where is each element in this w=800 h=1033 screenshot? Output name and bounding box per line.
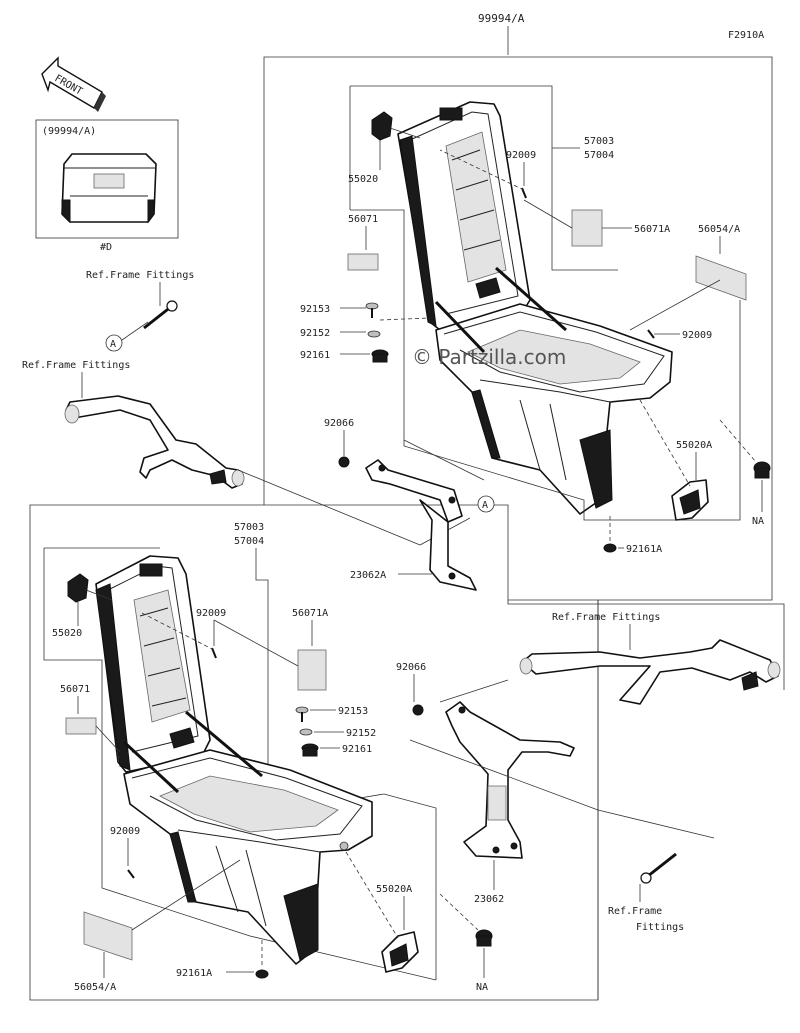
bolt-icon	[143, 300, 178, 330]
grommet-92161a-lower	[255, 969, 269, 979]
callout-letter-a-lower: A	[482, 500, 488, 511]
part-55020a-upper[interactable]: 55020A	[676, 440, 712, 451]
sticker-56071-upper	[347, 253, 379, 271]
bracket-23062	[445, 701, 575, 859]
bolt-lower-icon	[640, 852, 677, 884]
ref-frame-fittings-c[interactable]: Ref.Frame Fittings	[552, 612, 660, 623]
part-23062a[interactable]: 23062A	[350, 570, 386, 581]
cap-na-upper	[753, 461, 771, 479]
part-56054a-upper[interactable]: 56054/A	[698, 224, 740, 235]
part-92161-lower[interactable]: 92161	[342, 744, 372, 755]
part-55020-upper[interactable]: 55020	[348, 174, 378, 185]
part-92066-upper[interactable]: 92066	[324, 418, 354, 429]
screw-92009-lower-b	[127, 869, 135, 879]
ref-frame-fittings-d-1[interactable]: Ref.Frame	[608, 906, 662, 917]
lower-case-body	[123, 749, 373, 965]
frame-fitting-bracket-upper	[64, 395, 245, 489]
part-56071a-lower[interactable]: 56071A	[292, 608, 328, 619]
figure-code: F2910A	[728, 30, 764, 41]
part-92009-upper-b[interactable]: 92009	[682, 330, 712, 341]
bracket-23062a	[365, 459, 477, 591]
upper-frame-outline	[29, 56, 773, 1001]
screw-92153-lower	[295, 706, 309, 722]
latch-55020-lower	[67, 573, 113, 603]
cap-na-lower	[475, 929, 493, 947]
part-92009-lower-a[interactable]: 92009	[196, 608, 226, 619]
part-23062[interactable]: 23062	[474, 894, 504, 905]
ref-frame-fittings-d-2[interactable]: Fittings	[636, 922, 684, 933]
ref-frame-fittings-b[interactable]: Ref.Frame Fittings	[22, 360, 130, 371]
catch-55020a-lower	[381, 931, 419, 973]
part-56071-upper[interactable]: 56071	[348, 214, 378, 225]
part-55020a-lower[interactable]: 55020A	[376, 884, 412, 895]
grommet-92161-lower	[301, 743, 319, 757]
inset-case-icon	[61, 153, 157, 224]
callout-circle-a-upper[interactable]	[105, 334, 123, 352]
na-label-lower[interactable]: NA	[476, 982, 488, 993]
screw-92009-upper-b	[647, 329, 655, 339]
part-56071a-upper[interactable]: 56071A	[634, 224, 670, 235]
inset-title: (99994/A)	[42, 126, 96, 137]
part-57004-upper[interactable]: 57004	[584, 150, 614, 161]
part-92066-lower[interactable]: 92066	[396, 662, 426, 673]
sticker-56071a-lower	[297, 649, 327, 691]
lower-case-lid	[95, 555, 211, 773]
front-arrow-icon: FRONT	[41, 56, 106, 112]
part-57003-lower[interactable]: 57003	[234, 522, 264, 533]
part-57004-lower[interactable]: 57004	[234, 536, 264, 547]
screw-92153-upper	[365, 302, 379, 318]
part-56054a-lower[interactable]: 56054/A	[74, 982, 116, 993]
part-92009-lower-b[interactable]: 92009	[110, 826, 140, 837]
inset-note: #D	[100, 242, 112, 253]
grommet-92161-upper	[371, 349, 389, 363]
callout-letter-a-upper: A	[110, 339, 116, 350]
part-57003-upper[interactable]: 57003	[584, 136, 614, 147]
part-92161a-lower[interactable]: 92161A	[176, 968, 212, 979]
part-92009-upper-a[interactable]: 92009	[506, 150, 536, 161]
latch-55020-upper	[371, 111, 421, 141]
sticker-56054a-upper	[695, 255, 747, 301]
part-56071-lower[interactable]: 56071	[60, 684, 90, 695]
sticker-56054a-lower	[83, 911, 133, 961]
grommet-92161a-upper	[603, 543, 617, 553]
watermark: © Partzilla.com	[412, 345, 566, 369]
part-92161-upper[interactable]: 92161	[300, 350, 330, 361]
part-92152-upper[interactable]: 92152	[300, 328, 330, 339]
part-92152-lower[interactable]: 92152	[346, 728, 376, 739]
callout-circle-a-lower[interactable]	[477, 495, 495, 513]
upper-case-body	[435, 303, 673, 515]
washer-92152-upper	[367, 330, 381, 338]
sticker-56071a-upper	[571, 209, 603, 247]
part-92161a-upper[interactable]: 92161A	[626, 544, 662, 555]
washer-92152-lower	[299, 728, 313, 736]
part-92153-upper[interactable]: 92153	[300, 304, 330, 315]
top-assembly-label[interactable]: 99994/A	[478, 12, 525, 25]
part-55020-lower[interactable]: 55020	[52, 628, 82, 639]
sticker-56071-lower	[65, 717, 97, 735]
frame-fitting-bracket-lower	[519, 639, 781, 705]
nut-92066-lower	[412, 704, 424, 716]
part-92153-lower[interactable]: 92153	[338, 706, 368, 717]
na-label-upper[interactable]: NA	[752, 516, 764, 527]
ref-frame-fittings-a[interactable]: Ref.Frame Fittings	[86, 270, 194, 281]
upper-case-lid	[397, 101, 531, 331]
nut-92066-upper	[338, 456, 350, 468]
inset-box	[35, 119, 179, 239]
